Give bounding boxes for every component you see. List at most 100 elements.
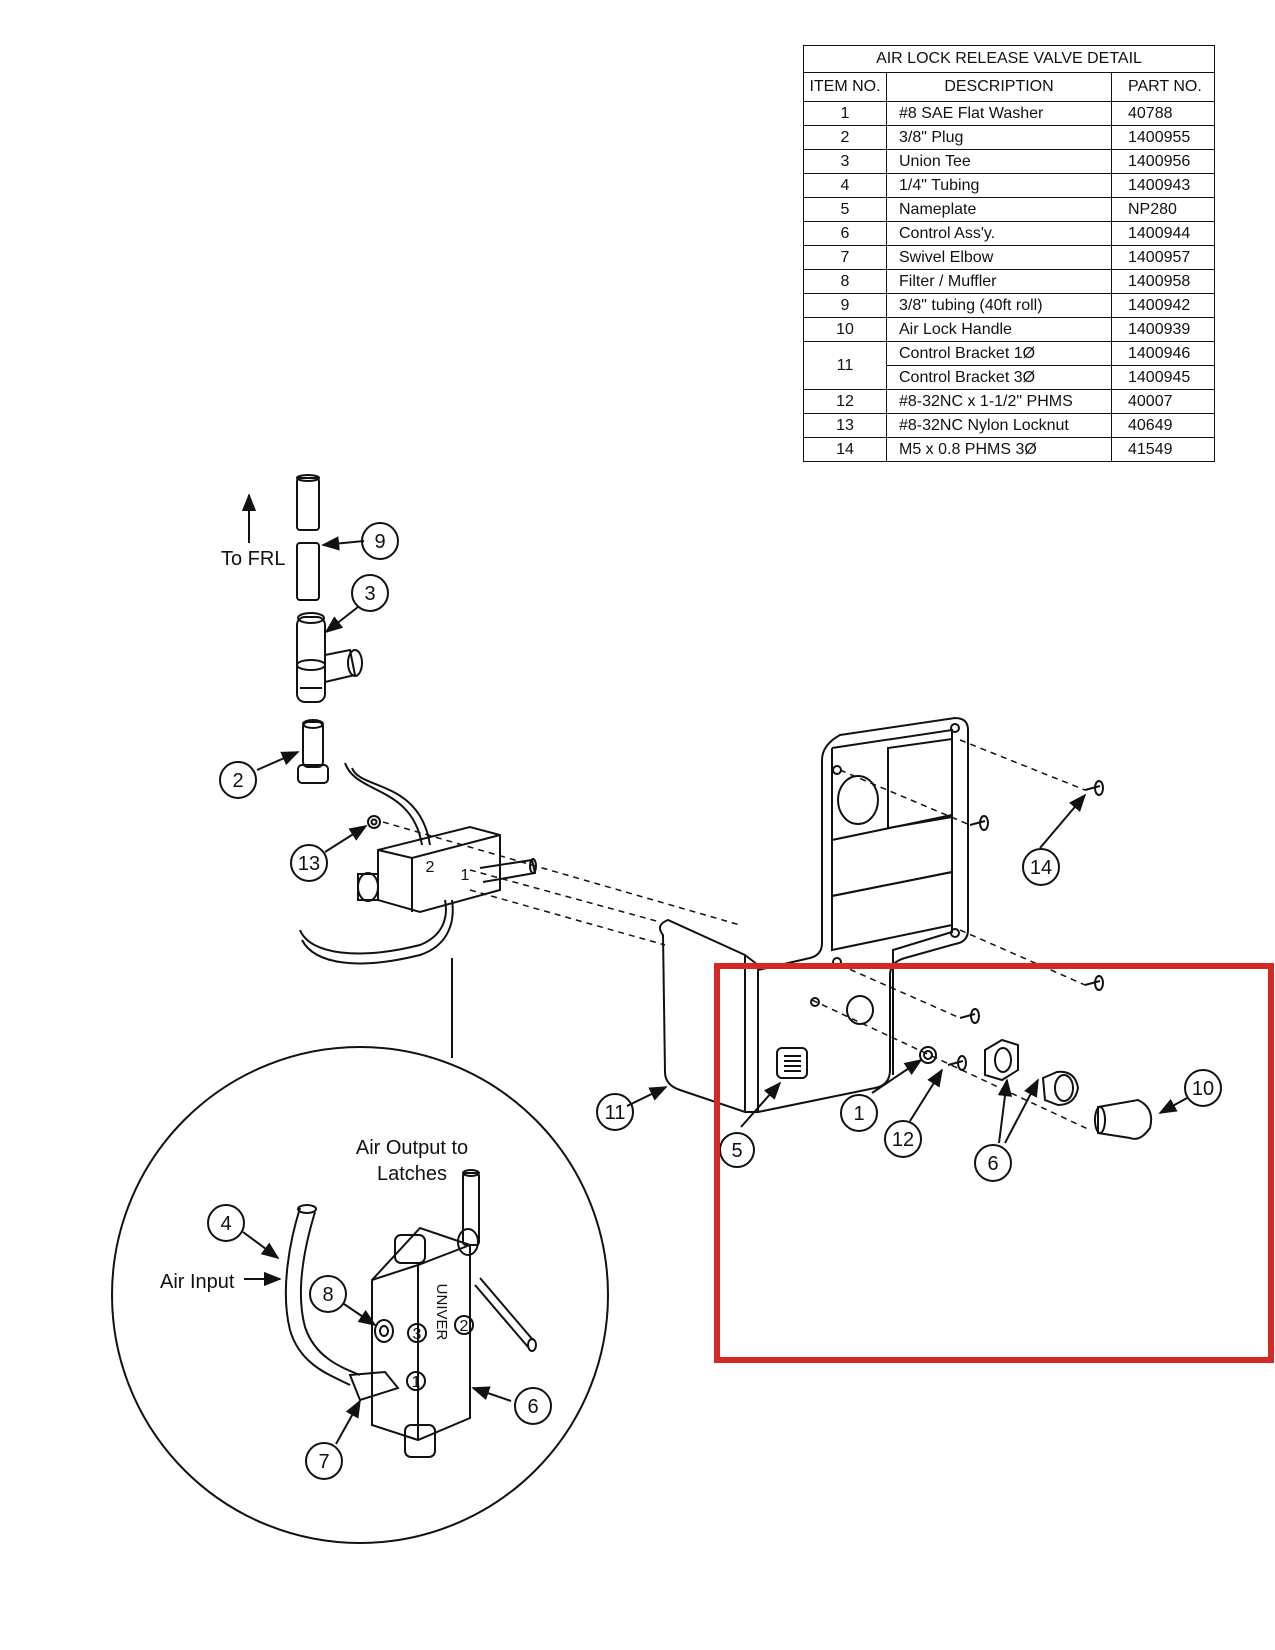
valve-block-upper-drawing	[299, 762, 537, 1058]
callout-4: 4	[220, 1213, 231, 1235]
row-description: 3/8" tubing (40ft roll)	[886, 293, 1112, 318]
parts-table: AIR LOCK RELEASE VALVE DETAIL ITEM NO. D…	[803, 45, 1215, 462]
row-part: 1400955	[1111, 125, 1215, 150]
screws-drawing	[947, 780, 1104, 1071]
row-description: Nameplate	[886, 197, 1112, 222]
callout-14: 14	[1030, 857, 1052, 879]
table-row: 3 Union Tee 1400956	[803, 149, 1215, 174]
row-description: #8-32NC Nylon Locknut	[886, 413, 1112, 438]
callout-12: 12	[892, 1129, 914, 1151]
control-hardware-drawing	[919, 1038, 1153, 1140]
callout-5: 5	[731, 1140, 742, 1162]
air-output-label-line2: Latches	[377, 1163, 447, 1185]
alignment-lines	[382, 739, 1091, 1131]
callout-10: 10	[1192, 1078, 1214, 1100]
table-row: 5 Nameplate NP280	[803, 197, 1215, 222]
row-part: 1400942	[1111, 293, 1215, 318]
table-row: 9 3/8" tubing (40ft roll) 1400942	[803, 293, 1215, 318]
callout-2: 2	[232, 770, 243, 792]
row-description: Control Bracket 3Ø	[886, 365, 1112, 390]
row-item: 6	[803, 221, 887, 246]
callout-leaders	[242, 536, 1188, 1445]
row-description: Union Tee	[886, 149, 1112, 174]
row-description: Control Bracket 1Ø	[886, 341, 1112, 366]
row-item: 12	[803, 389, 887, 414]
valve-brand-label: UNIVER	[433, 1284, 450, 1341]
row-description: #8-32NC x 1-1/2" PHMS	[886, 389, 1112, 414]
callout-1: 1	[853, 1103, 864, 1125]
detail-port-1-label: 1	[412, 1374, 421, 1391]
callout-6-detail: 6	[527, 1396, 538, 1418]
detail-valve-drawing	[284, 1169, 537, 1458]
row-part: 40007	[1111, 389, 1215, 414]
row-part: 1400946	[1111, 341, 1215, 366]
table-row: 13 #8-32NC Nylon Locknut 40649	[803, 413, 1215, 438]
callout-9: 9	[374, 531, 385, 553]
row-description: 3/8" Plug	[886, 125, 1112, 150]
plug-2-drawing	[297, 719, 329, 784]
row-item: 13	[803, 413, 887, 438]
callout-13: 13	[298, 853, 320, 875]
row-item: 9	[803, 293, 887, 318]
table-row: 6 Control Ass'y. 1400944	[803, 221, 1215, 246]
row-part: 40649	[1111, 413, 1215, 438]
control-bracket-11-drawing	[658, 716, 969, 1114]
detail-view-circle	[111, 1046, 609, 1544]
row-item: 8	[803, 269, 887, 294]
row-description: Swivel Elbow	[886, 245, 1112, 270]
row-part: 1400945	[1111, 365, 1215, 390]
table-row: Control Bracket 3Ø 1400945	[804, 365, 1215, 390]
air-input-label: Air Input	[160, 1271, 235, 1293]
table-row: 7 Swivel Elbow 1400957	[803, 245, 1215, 270]
row-item: 11	[803, 341, 887, 390]
air-output-label-line1: Air Output to	[356, 1137, 468, 1159]
row-item: 5	[803, 197, 887, 222]
table-row: 8 Filter / Muffler 1400958	[803, 269, 1215, 294]
table-row: 4 1/4" Tubing 1400943	[803, 173, 1215, 198]
header-item-no: ITEM NO.	[803, 72, 887, 102]
table-row: 10 Air Lock Handle 1400939	[803, 317, 1215, 342]
header-description: DESCRIPTION	[886, 72, 1112, 102]
row-part: 41549	[1111, 437, 1215, 462]
to-frl-label: To FRL	[221, 548, 285, 570]
union-tee-3-drawing	[296, 612, 363, 703]
detail-port-3-label: 3	[413, 1326, 422, 1343]
callout-circles	[207, 522, 1222, 1480]
row-item: 1	[803, 101, 887, 126]
row-part: NP280	[1111, 197, 1215, 222]
table-row: 2 3/8" Plug 1400955	[803, 125, 1215, 150]
row-item: 3	[803, 149, 887, 174]
table-row: 12 #8-32NC x 1-1/2" PHMS 40007	[803, 389, 1215, 414]
row-item: 2	[803, 125, 887, 150]
row-part: 1400957	[1111, 245, 1215, 270]
row-item: 14	[803, 437, 887, 462]
tubing-9-drawing	[296, 474, 320, 601]
row-part: 1400956	[1111, 149, 1215, 174]
row-description: #8 SAE Flat Washer	[886, 101, 1112, 126]
row-description: Filter / Muffler	[886, 269, 1112, 294]
row-part: 40788	[1111, 101, 1215, 126]
row-description: M5 x 0.8 PHMS 3Ø	[886, 437, 1112, 462]
row-part: 1400939	[1111, 317, 1215, 342]
row-description: 1/4" Tubing	[886, 173, 1112, 198]
table-row: 1 #8 SAE Flat Washer 40788	[803, 101, 1215, 126]
callout-8: 8	[322, 1284, 333, 1306]
highlight-box	[714, 963, 1274, 1363]
row-item: 7	[803, 245, 887, 270]
row-description: Control Ass'y.	[886, 221, 1112, 246]
row-item: 4	[803, 173, 887, 198]
callout-11: 11	[605, 1102, 626, 1124]
row-part: 1400943	[1111, 173, 1215, 198]
header-part-no: PART NO.	[1111, 72, 1215, 102]
table-title: AIR LOCK RELEASE VALVE DETAIL	[803, 45, 1215, 73]
table-row: 14 M5 x 0.8 PHMS 3Ø 41549	[803, 437, 1215, 462]
callout-7: 7	[318, 1451, 329, 1473]
row-part: 1400958	[1111, 269, 1215, 294]
row-part: 1400944	[1111, 221, 1215, 246]
callout-6-upper: 6	[987, 1153, 998, 1175]
table-row: 11 Control Bracket 1Ø 1400946	[803, 341, 1215, 390]
valve-port-2-label: 2	[426, 859, 435, 876]
row-item: 10	[803, 317, 887, 342]
valve-port-1-label: 1	[461, 867, 470, 884]
